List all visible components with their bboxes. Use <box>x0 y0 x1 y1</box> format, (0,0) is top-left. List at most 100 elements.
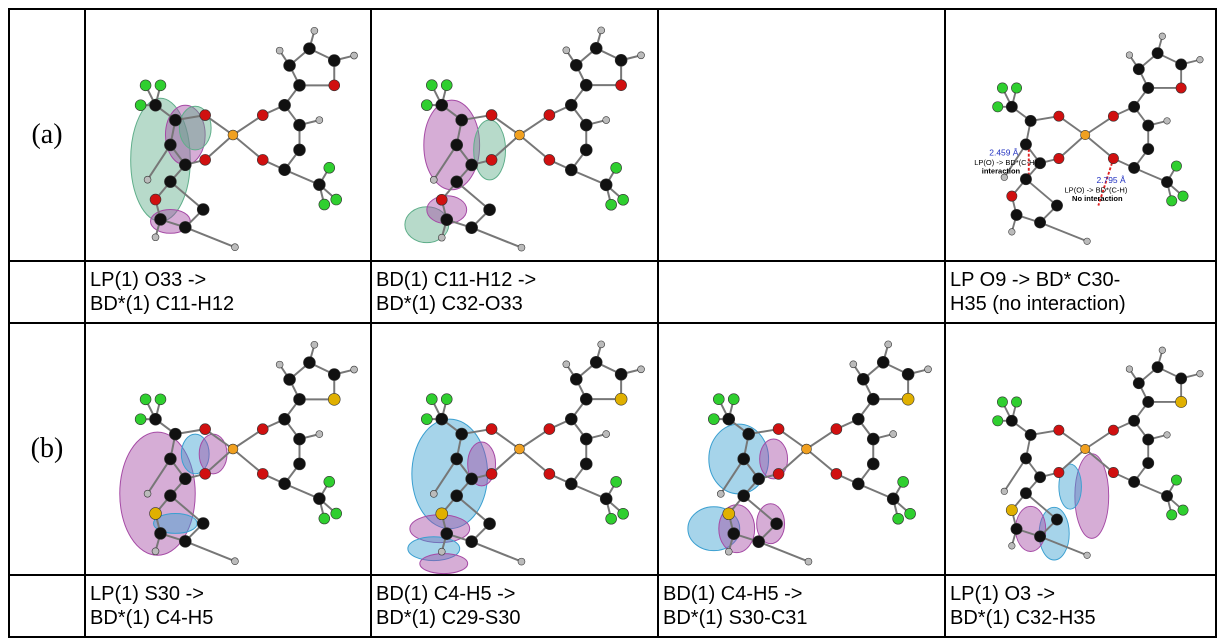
atom <box>1083 551 1091 559</box>
atom <box>179 158 192 172</box>
atom <box>199 423 211 435</box>
atom <box>637 51 645 60</box>
atom <box>614 392 628 406</box>
atom <box>1175 58 1188 71</box>
atom <box>426 393 438 405</box>
atom <box>713 393 725 405</box>
atom <box>310 340 319 349</box>
molecule-b1 <box>119 340 358 565</box>
caption-b1: LP(1) S30 ->BD*(1) C4-H5 <box>84 574 372 638</box>
atom <box>1020 138 1032 151</box>
atom <box>804 557 813 566</box>
caption-a3 <box>657 260 946 324</box>
bond <box>1039 535 1088 557</box>
atom <box>315 116 324 124</box>
atom <box>1024 114 1037 127</box>
orbital-lobe <box>407 536 461 562</box>
molecule-a1 <box>130 26 358 251</box>
atom <box>1006 190 1018 202</box>
atom <box>179 472 192 486</box>
atom <box>1142 143 1155 156</box>
bond <box>1084 134 1115 160</box>
atom <box>579 432 593 446</box>
atom <box>570 372 583 386</box>
bond <box>146 458 172 495</box>
atom <box>992 415 1004 427</box>
atom <box>602 116 610 124</box>
atom <box>579 118 593 132</box>
atom <box>1170 160 1182 172</box>
atom <box>924 365 932 374</box>
atom <box>727 393 740 405</box>
atom <box>231 557 239 565</box>
atom <box>283 373 296 386</box>
atom <box>450 175 463 189</box>
orbital-image-b4 <box>944 322 1217 576</box>
atom <box>199 154 211 166</box>
atom <box>1128 100 1141 113</box>
atom <box>727 527 741 540</box>
bond <box>1133 167 1168 183</box>
atom <box>1132 63 1145 76</box>
atom <box>722 507 736 521</box>
atom <box>450 138 463 152</box>
atom <box>350 365 358 374</box>
atom <box>1080 444 1091 454</box>
orbital-image-b1 <box>84 322 372 576</box>
bond <box>1058 134 1086 160</box>
atom <box>151 233 160 242</box>
atom <box>543 154 556 166</box>
atom <box>1142 433 1155 446</box>
bond <box>456 495 491 525</box>
atom <box>310 26 319 35</box>
atom <box>429 176 438 184</box>
atom <box>770 517 783 531</box>
atom <box>1177 504 1189 516</box>
orbital-lobe <box>1058 463 1082 510</box>
atom <box>852 477 865 491</box>
atom <box>328 79 341 92</box>
molecule-group <box>992 32 1204 245</box>
molecule-b2 <box>407 340 645 574</box>
bond <box>169 180 204 211</box>
atom <box>1010 209 1023 221</box>
bond <box>232 448 264 475</box>
atom <box>1125 365 1133 373</box>
atom <box>293 118 306 132</box>
atom <box>327 368 341 381</box>
no-interaction-dashed-line <box>1097 158 1115 206</box>
atom <box>435 507 449 521</box>
bond <box>1084 448 1115 474</box>
atom <box>589 356 603 369</box>
orbital-lobe <box>419 553 469 574</box>
atom <box>565 163 578 177</box>
atom <box>605 512 617 525</box>
atom <box>610 476 622 488</box>
atom <box>996 82 1008 94</box>
atom <box>737 489 750 503</box>
atom <box>722 412 736 426</box>
atom <box>565 98 578 112</box>
atom <box>1125 51 1133 59</box>
atom <box>465 472 478 486</box>
atom <box>866 432 880 446</box>
atom <box>617 507 629 520</box>
atom <box>440 527 454 540</box>
atom <box>849 360 858 369</box>
atom <box>1151 47 1164 60</box>
bond <box>805 448 838 475</box>
atom <box>278 477 291 491</box>
caption-a2: BD(1) C11-H12 ->BD*(1) C32-O33 <box>370 260 659 324</box>
atom <box>904 507 916 520</box>
molecule-a4: 2.459 Å LP(O) -> BD*(C-H) interaction 2.… <box>974 32 1204 245</box>
atom <box>876 356 890 369</box>
atom <box>579 392 593 406</box>
atom <box>483 517 496 531</box>
atom <box>149 98 162 112</box>
interaction-label-1b: interaction <box>982 167 1021 176</box>
atom <box>1175 372 1188 385</box>
atom <box>614 53 628 67</box>
atom <box>154 393 167 406</box>
atom <box>1132 377 1145 390</box>
atom <box>1034 471 1046 484</box>
